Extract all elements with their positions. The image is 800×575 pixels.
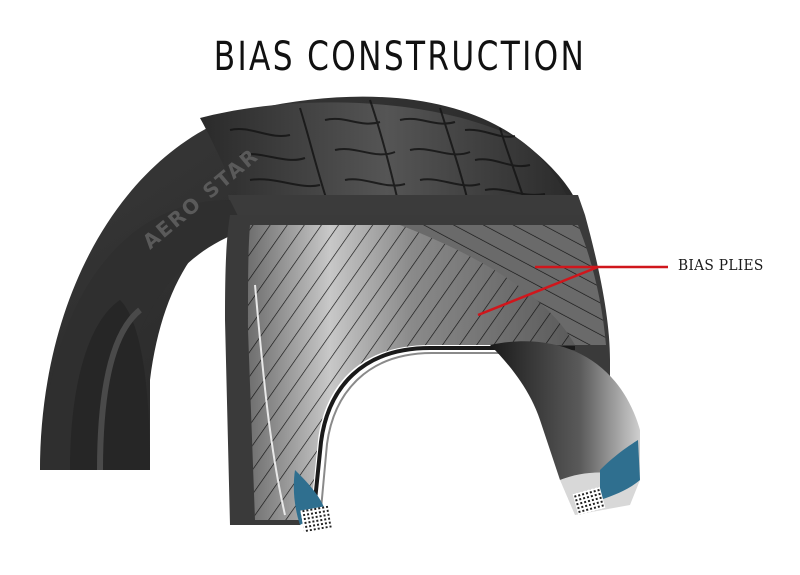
tire-body [40,96,585,471]
bias-plies-callout-lines [477,265,668,317]
bead-left [293,470,332,533]
inner-wall-right [490,341,640,516]
bias-plies-label: BIAS PLIES [678,256,764,274]
page-title: BIAS CONSTRUCTION [213,34,587,80]
cutaway-section [225,215,610,525]
